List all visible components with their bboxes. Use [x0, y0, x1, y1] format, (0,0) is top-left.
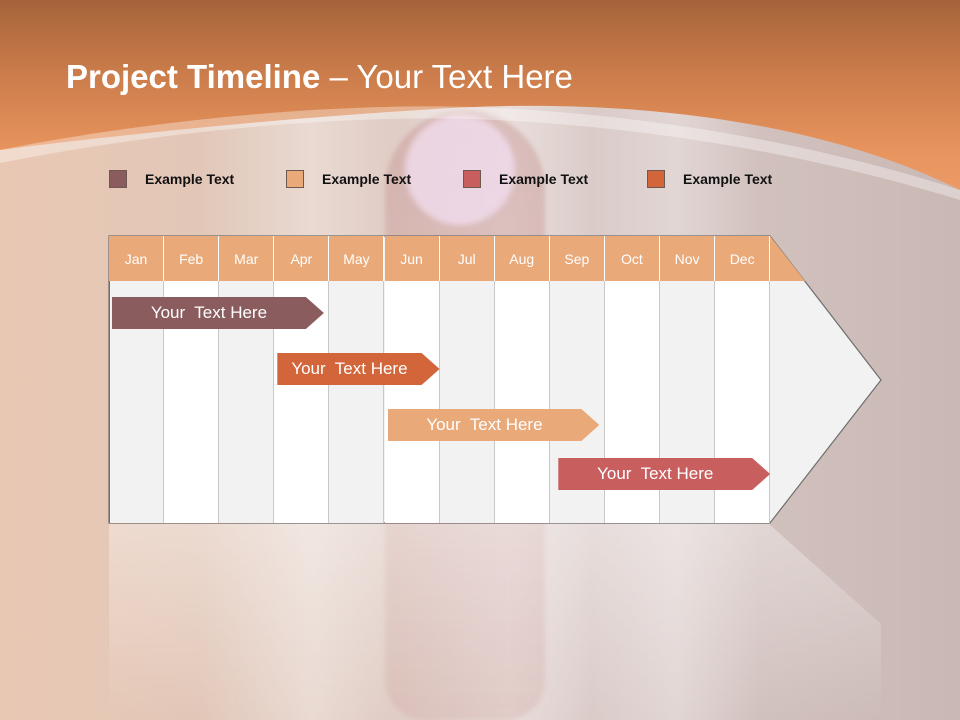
month-label: Mar	[219, 236, 275, 281]
month-label: Aug	[494, 236, 550, 281]
task-bar[interactable]: Your Text Here	[112, 297, 324, 329]
month-label: Jun	[384, 236, 440, 281]
month-column	[164, 236, 220, 523]
legend-swatch	[286, 170, 304, 188]
month-label: Jan	[109, 236, 165, 281]
legend-swatch	[109, 170, 127, 188]
legend-item: Example Text	[286, 170, 411, 188]
month-label: Apr	[274, 236, 330, 281]
background-figure-top	[405, 115, 515, 225]
month-label: May	[329, 236, 385, 281]
month-label: Feb	[164, 236, 220, 281]
legend-swatch	[463, 170, 481, 188]
month-column	[109, 236, 165, 523]
legend-item: Example Text	[647, 170, 772, 188]
legend-swatch	[647, 170, 665, 188]
legend-label: Example Text	[322, 171, 412, 187]
legend-item: Example Text	[463, 170, 588, 188]
legend-label: Example Text	[683, 171, 773, 187]
month-column	[439, 236, 495, 523]
page-title: Project Timeline – Your Text Here	[66, 58, 573, 96]
month-column	[219, 236, 275, 523]
task-bar-label: Your Text Here	[597, 464, 714, 483]
task-bar[interactable]: Your Text Here	[277, 353, 439, 385]
legend-label: Example Text	[145, 171, 235, 187]
month-label: Dec	[715, 236, 771, 281]
task-bar-label: Your Text Here	[291, 359, 408, 378]
page-title-rest: – Your Text Here	[320, 58, 573, 95]
task-bar[interactable]: Your Text Here	[388, 409, 600, 441]
timeline-arrow-head-top	[770, 236, 805, 281]
legend-item: Example Text	[109, 170, 234, 188]
page-title-strong: Project Timeline	[66, 58, 321, 95]
month-label: Jul	[439, 236, 495, 281]
month-label: Oct	[604, 236, 660, 281]
legend-label: Example Text	[499, 171, 589, 187]
month-label: Nov	[660, 236, 716, 281]
task-bar-label: Your Text Here	[426, 415, 543, 434]
timeline-reflection	[109, 524, 881, 720]
task-bar-label: Your Text Here	[150, 303, 268, 322]
month-column	[494, 236, 550, 523]
month-label: Sep	[549, 236, 605, 281]
task-bar[interactable]: Your Text Here	[558, 458, 770, 490]
